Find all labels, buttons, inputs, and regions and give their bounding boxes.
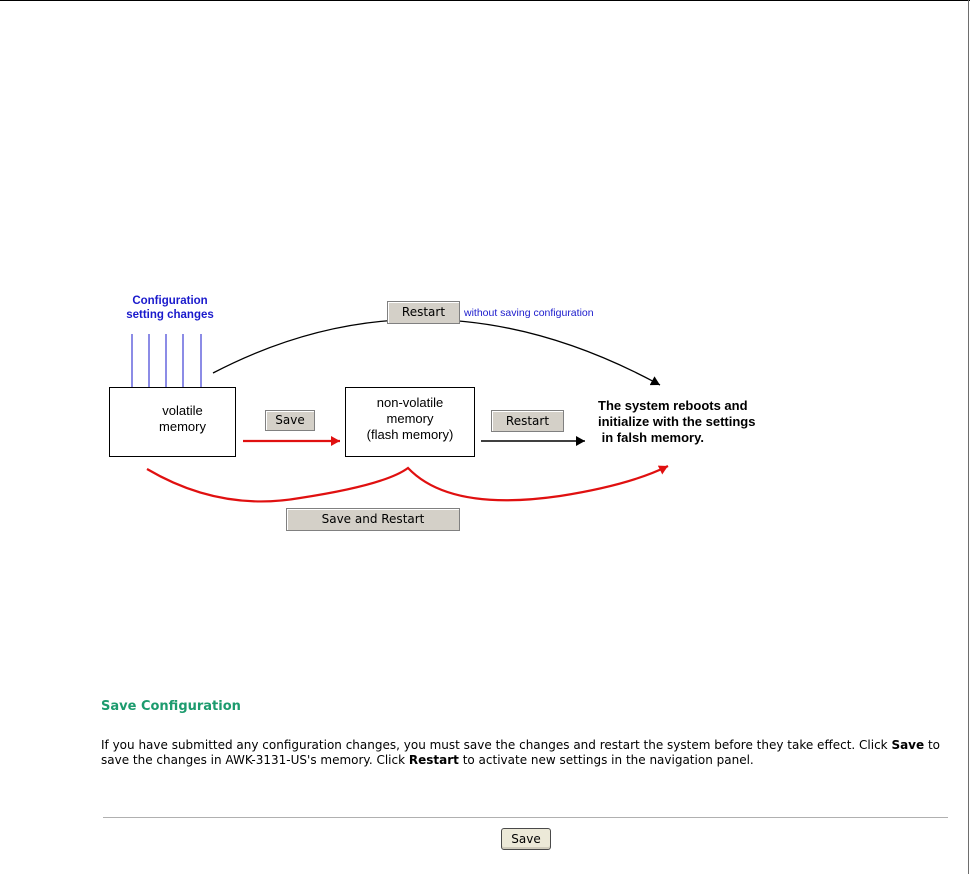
- desc-text-1: If you have submitted any configuration …: [101, 738, 892, 752]
- desc-bold-restart: Restart: [408, 753, 459, 767]
- flash-line2: memory: [386, 411, 434, 426]
- desc-bold-save: Save: [891, 738, 925, 752]
- section-description: If you have submitted any configuration …: [101, 738, 961, 768]
- without-saving-label: without saving configuration: [464, 307, 594, 319]
- restart-without-saving-arc: [212, 318, 661, 386]
- configuration-flow-diagram: Configuration setting changes Restart wi…: [0, 280, 970, 550]
- flash-line1: non-volatile: [376, 395, 444, 410]
- desc-text-3: to activate new settings in the navigati…: [458, 753, 754, 767]
- diagram-save-button: Save: [265, 410, 315, 431]
- desc-text-2: to save the changes in AWK-3131-US's mem…: [101, 738, 941, 767]
- volatile-line1: volatile: [162, 403, 203, 418]
- section-title: Save Configuration: [101, 699, 241, 714]
- reboot-line2: initialize with the settings: [598, 414, 756, 429]
- diagram-save-and-restart-button: Save and Restart: [286, 508, 460, 531]
- config-change-arrows: [132, 334, 201, 397]
- reboot-description: The system reboots and initialize with t…: [598, 398, 755, 446]
- flash-line3: (flash memory): [366, 427, 454, 442]
- reboot-line3: in falsh memory.: [598, 430, 704, 445]
- reboot-line1: The system reboots and: [598, 398, 748, 413]
- top-border: [0, 0, 970, 1]
- config-label-line1: Configuration: [132, 295, 208, 307]
- volatile-line2: memory: [159, 419, 206, 434]
- save-and-restart-arc: [146, 465, 669, 503]
- divider: [103, 817, 948, 819]
- diagram-restart-top-button: Restart: [387, 301, 460, 324]
- diagram-restart-button: Restart: [491, 410, 564, 432]
- volatile-memory-box: volatile memory: [109, 387, 236, 457]
- config-label-line2: setting changes: [126, 309, 214, 321]
- right-border: [968, 0, 969, 874]
- config-changes-label: Configuration setting changes: [100, 294, 240, 322]
- flash-memory-box: non-volatile memory (flash memory): [345, 387, 475, 457]
- save-button[interactable]: Save: [501, 828, 551, 850]
